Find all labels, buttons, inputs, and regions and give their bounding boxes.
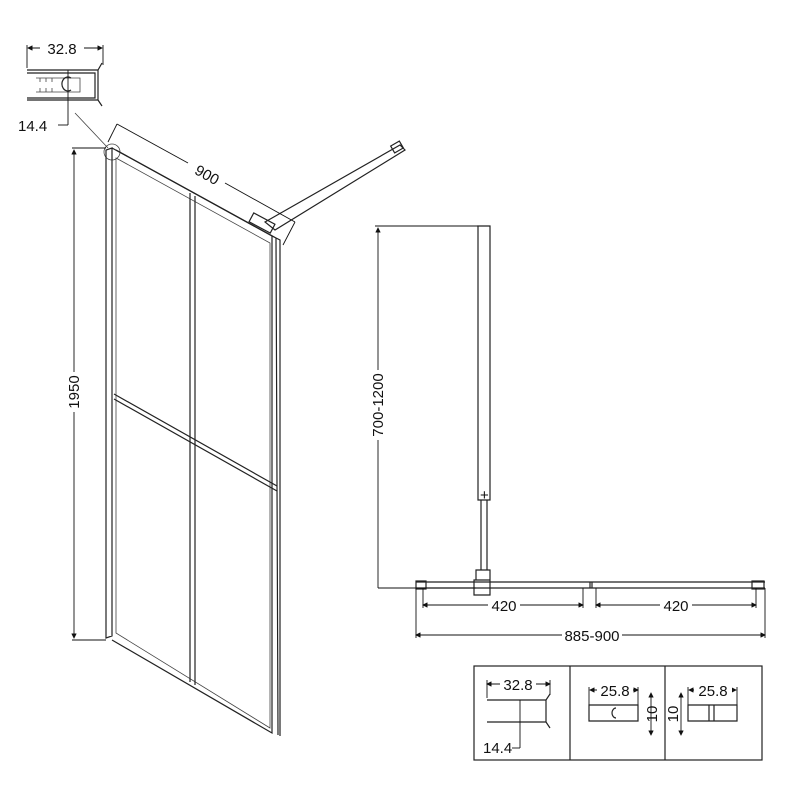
arm-length-label: 700-1200 (370, 373, 387, 436)
side-view: + 700-1200 420 420 885-900 (368, 225, 766, 645)
profile-depth-label: 14.4 (18, 118, 47, 135)
svg-text:+: + (480, 487, 489, 504)
table-profile-3-height: 10 (665, 706, 682, 723)
left-span-label: 420 (491, 598, 516, 615)
table-profile-2-height: 10 (644, 706, 661, 723)
table-profile-1-depth: 14.4 (483, 740, 512, 757)
profile-width-label: 32.8 (47, 41, 76, 58)
panel-width-label: 900 (192, 162, 222, 189)
panel-height-label: 1950 (66, 375, 83, 408)
panel-perspective-view: 900 1950 (64, 123, 406, 736)
profile-detail: 32.8 14.4 (18, 41, 109, 149)
profile-table: 32.8 14.4 25.8 10 25.8 10 (473, 665, 763, 761)
table-profile-1-width: 32.8 (503, 677, 532, 694)
total-width-label: 885-900 (564, 628, 619, 645)
table-profile-3-width: 25.8 (698, 683, 727, 700)
right-span-label: 420 (663, 598, 688, 615)
table-profile-2-width: 25.8 (600, 683, 629, 700)
